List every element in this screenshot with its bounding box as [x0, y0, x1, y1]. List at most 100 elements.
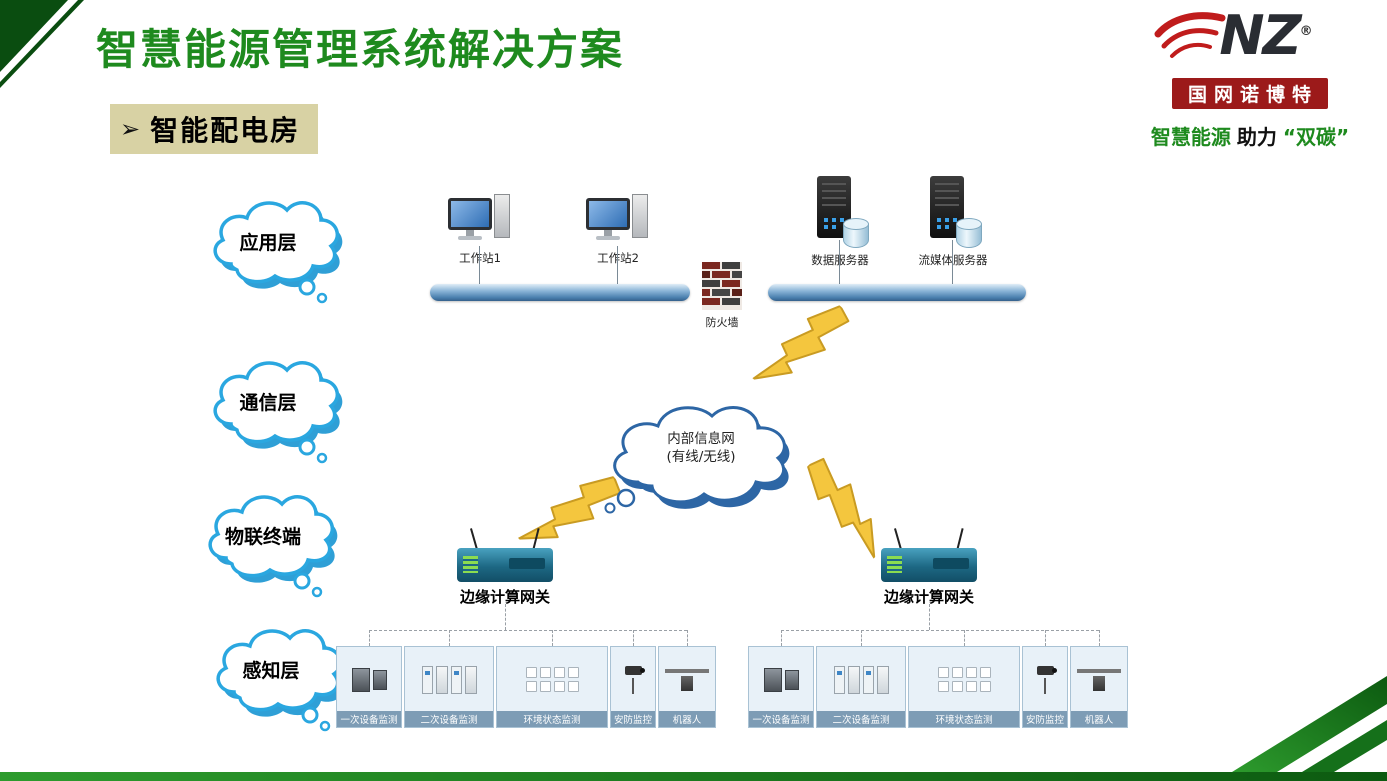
dashed-connector [781, 630, 1099, 631]
panel-label: 机器人 [659, 711, 715, 727]
pc-tower [632, 194, 648, 238]
camera-icon [624, 665, 645, 675]
gateway-label: 边缘计算网关 [883, 588, 974, 606]
edge-gateway-icon [457, 528, 553, 586]
dashed-connector [552, 630, 553, 646]
connector-line [617, 246, 618, 284]
panel-label: 机器人 [1071, 711, 1127, 727]
connector-line [479, 246, 480, 284]
connector-line [839, 240, 840, 284]
connector-line [952, 240, 953, 284]
dashed-connector [505, 604, 506, 630]
dashed-connector [687, 630, 688, 646]
dashed-connector [929, 604, 930, 630]
cabinet-icon [450, 665, 462, 694]
layer-callout-sensing: 感知层 [206, 616, 346, 734]
pc-tower [494, 194, 510, 238]
workstation-icon [448, 192, 512, 246]
tagline-part2: 助力 [1236, 125, 1277, 149]
layer-label: 通信层 [239, 392, 297, 414]
workstation-icon [586, 192, 650, 246]
logo-tagline: 智慧能源助力“双碳” [1128, 121, 1372, 150]
antenna-icon [470, 528, 478, 550]
camera-icons [1025, 649, 1065, 710]
workstation-label: 工作站1 [440, 250, 520, 266]
cloud-callout-icon [213, 361, 343, 464]
cabinet-icon [464, 665, 477, 694]
section-label: ➢ 智能配电房 [110, 104, 319, 154]
panel-label: 安防监控 [611, 711, 655, 727]
server-tower [817, 176, 851, 238]
device-panel: 一次设备监测 [336, 646, 402, 728]
dashed-connector [861, 630, 862, 646]
arrow-bullet-icon: ➢ [120, 115, 141, 143]
layer-label: 应用层 [239, 232, 297, 254]
pc-monitor [586, 198, 630, 230]
device-panel: 环境状态监测 [496, 646, 608, 728]
pc-monitor [448, 198, 492, 230]
cloud-label-line1: 内部信息网 [667, 431, 735, 447]
robot-icons [661, 649, 713, 710]
lightning-bolt-icon [517, 476, 622, 540]
antenna-icon [894, 528, 902, 550]
dashed-connector [1045, 630, 1046, 646]
dashed-connector [449, 630, 450, 646]
logo-mark: NZ® [1128, 4, 1372, 78]
layer-callout-communication: 通信层 [203, 348, 343, 466]
edge-gateway-icon [881, 528, 977, 586]
transformer-icon [351, 667, 370, 692]
device-panel: 安防监控 [610, 646, 656, 728]
tagline-part1: 智慧能源 [1150, 125, 1231, 149]
section-label-text: 智能配电房 [150, 114, 301, 147]
device-panel: 二次设备监测 [404, 646, 494, 728]
layer-label: 感知层 [242, 660, 300, 682]
logo-swoosh-icon [1154, 12, 1226, 58]
bottom-green-bar [0, 772, 1387, 781]
dashed-connector [369, 630, 370, 646]
server-label: 流媒体服务器 [918, 253, 988, 267]
registered-mark: ® [1299, 24, 1313, 39]
panel-label: 环境状态监测 [909, 711, 1019, 727]
camera-icon [1036, 665, 1057, 675]
cloud-label-line2: (有线/无线) [666, 449, 736, 466]
corner-decoration-bottom-right [1232, 676, 1387, 772]
sensor-grid-icons [911, 649, 1017, 710]
firewall-icon [702, 262, 742, 310]
transformer-icon [784, 669, 799, 690]
gateway-body [881, 548, 977, 582]
cabinet-icon [421, 665, 433, 694]
device-panel: 机器人 [1070, 646, 1128, 728]
panel-label: 一次设备监测 [337, 711, 401, 727]
cloud-label: 内部信息网 (有线/无线) [616, 430, 786, 466]
page-title: 智慧能源管理系统解决方案 [96, 25, 625, 74]
server-label: 数据服务器 [811, 253, 869, 267]
lightning-bolt-icon [752, 305, 850, 380]
panel-label: 二次设备监测 [817, 711, 905, 727]
database-cylinder-icon [843, 216, 869, 248]
data-server-icon [813, 176, 869, 248]
server-led-lights [937, 218, 941, 222]
transformer-icons [751, 649, 811, 710]
device-panel: 环境状态监测 [908, 646, 1020, 728]
dashed-connector [633, 630, 634, 646]
internal-network-cloud: 内部信息网 (有线/无线) [596, 390, 806, 520]
sensor-grid-icon [525, 667, 579, 692]
dashed-connector [369, 630, 687, 631]
cabinet-icon [847, 665, 860, 694]
sensor-grid-icon [937, 667, 991, 692]
robot-rail [1077, 668, 1121, 673]
transformer-icon [372, 669, 387, 690]
cloud-callout-icon [216, 629, 346, 732]
cloud-callout-icon [208, 495, 338, 598]
camera-icons [613, 649, 653, 710]
camera-pole [632, 677, 634, 694]
cabinet-icon [833, 665, 845, 694]
cloud-callout-icon [213, 201, 343, 304]
cabinet-icon [876, 665, 889, 694]
media-server-icon [926, 176, 982, 248]
robot-icon [1093, 675, 1105, 691]
cabinet-icon [862, 665, 874, 694]
device-panel: 安防监控 [1022, 646, 1068, 728]
lightning-bolt-icon [806, 457, 876, 559]
